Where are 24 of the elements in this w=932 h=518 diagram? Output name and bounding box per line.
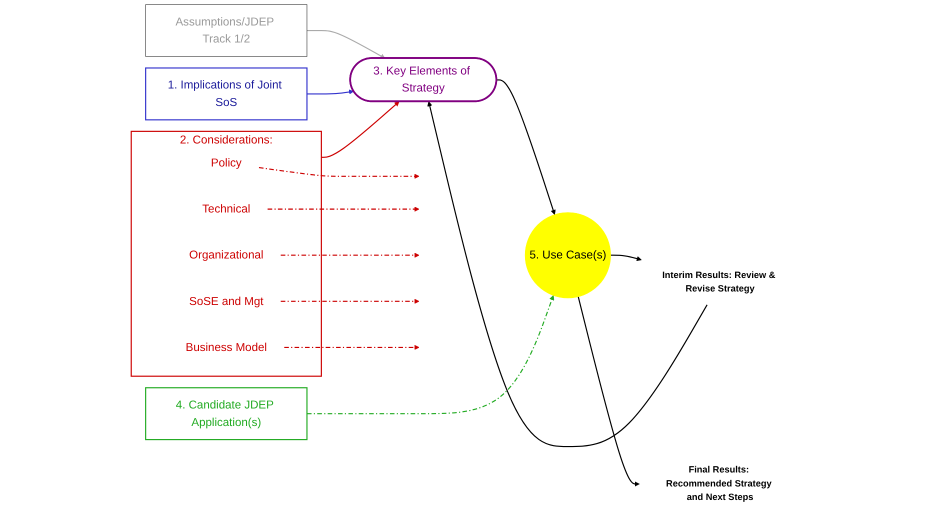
arrow — [306, 89, 354, 94]
arrow — [268, 206, 420, 212]
node-text: SoSE and Mgt — [189, 294, 264, 308]
node-box: 1. Implications of Joint SoS — [145, 67, 308, 120]
arrow — [280, 252, 420, 258]
node-box: Assumptions/JDEP Track 1/2 — [145, 4, 308, 57]
arrow — [280, 298, 420, 304]
node-text: Interim Results: Review & Revise Strategy — [662, 270, 776, 294]
node-text: Technical — [202, 202, 250, 216]
arrow — [284, 344, 420, 350]
arrow — [496, 79, 556, 215]
node-text: Policy — [210, 156, 242, 170]
node-text: Business Model — [186, 341, 267, 354]
node-text: Final Results: Recommended Strategy and Next Steps — [666, 464, 772, 502]
arrow — [306, 295, 554, 414]
arrow — [321, 101, 400, 158]
node-box: 4. Candidate JDEP Application(s) — [145, 387, 308, 440]
arrow — [258, 167, 420, 179]
arrow — [306, 30, 386, 59]
arrow — [578, 296, 640, 487]
node-text: Organizational — [189, 248, 264, 262]
arrow — [427, 101, 708, 448]
node-circle: 5. Use Case(s) — [524, 212, 611, 298]
arrow — [610, 254, 642, 262]
